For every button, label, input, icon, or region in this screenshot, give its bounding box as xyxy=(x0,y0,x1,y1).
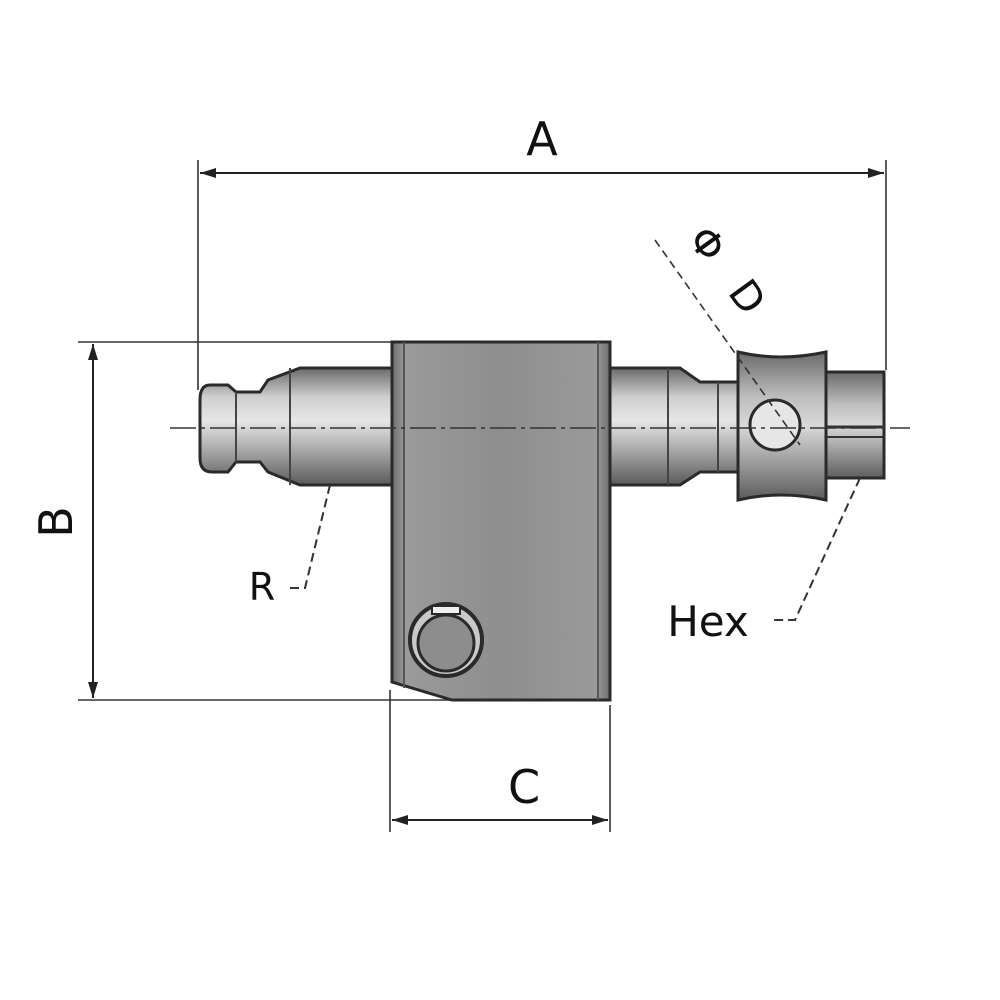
radius-leader-line xyxy=(285,484,331,589)
dimension-a: A xyxy=(197,112,887,390)
label-phi: Φ xyxy=(679,218,735,271)
label-d: D xyxy=(719,271,774,323)
arrow-a-left xyxy=(200,168,216,178)
left-pin xyxy=(198,366,394,487)
dimension-b: B xyxy=(29,341,450,701)
arrow-b-bottom xyxy=(88,682,98,698)
hex-leader-line xyxy=(770,477,861,621)
label-c: C xyxy=(508,760,540,814)
label-b: B xyxy=(29,506,83,538)
cross-hole xyxy=(748,398,802,452)
hex-nut xyxy=(736,350,886,502)
label-a: A xyxy=(526,112,558,166)
arrow-a-right xyxy=(868,168,884,178)
dimension-c: C xyxy=(389,690,611,832)
label-r: R xyxy=(249,565,275,609)
radius-r-callout: R xyxy=(249,484,331,609)
main-block xyxy=(390,340,612,702)
hex-callout: Hex xyxy=(667,477,861,646)
diameter-leader-line xyxy=(654,239,801,446)
right-shaft xyxy=(606,366,740,487)
arrow-c-left xyxy=(392,815,408,825)
arrow-b-top xyxy=(88,344,98,360)
set-screw xyxy=(416,613,476,673)
label-hex: Hex xyxy=(667,597,749,646)
arrow-c-right xyxy=(592,815,608,825)
